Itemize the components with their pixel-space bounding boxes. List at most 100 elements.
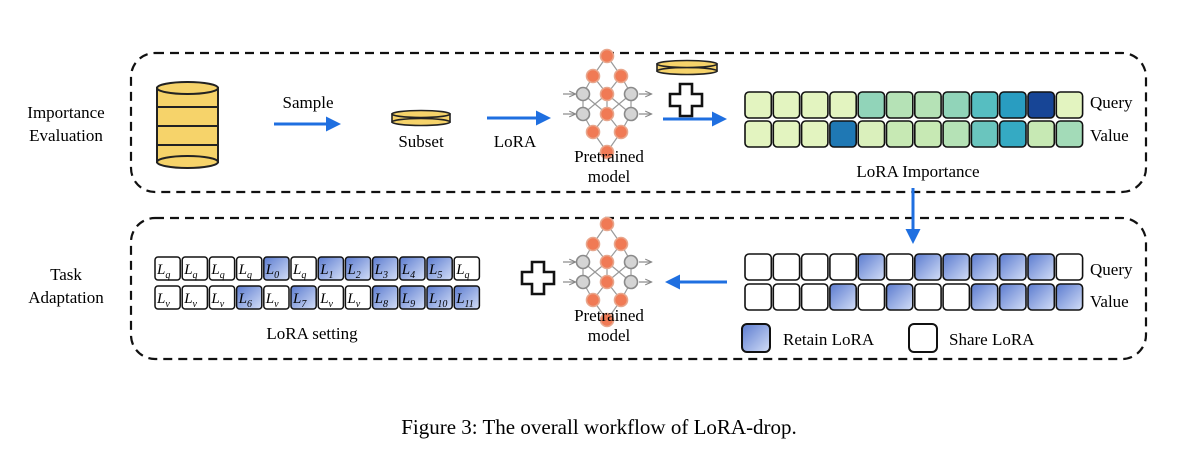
neuron-node xyxy=(599,48,615,64)
neuron-node xyxy=(599,312,615,328)
task-label-line1: Task xyxy=(50,265,82,284)
retain-cell-query xyxy=(885,253,914,281)
retain-cell-query xyxy=(744,253,773,281)
importance-cell-query xyxy=(1055,91,1084,119)
importance-cell-query xyxy=(744,91,773,119)
retain-legend-swatch xyxy=(741,323,771,353)
importance-cell-query xyxy=(800,91,829,119)
neuron-node xyxy=(613,124,629,140)
importance-cell-query xyxy=(885,91,914,119)
neuron-node xyxy=(623,274,639,290)
setting-cell-value xyxy=(399,285,426,310)
pretrained-label-bottom-line2: model xyxy=(588,326,631,345)
figure-caption: Figure 3: The overall workflow of LoRA-d… xyxy=(401,415,797,439)
retain-cell-value xyxy=(857,283,886,311)
neuron-node xyxy=(623,254,639,270)
importance-cell-value xyxy=(970,120,999,148)
neuron-node xyxy=(575,106,591,122)
importance-cell-value xyxy=(913,120,942,148)
setting-cell-value xyxy=(317,285,345,310)
setting-cell-value xyxy=(344,285,372,310)
retain-cell-value xyxy=(772,283,801,311)
lora-importance-label: LoRA Importance xyxy=(856,162,979,181)
setting-cell-query xyxy=(263,256,290,281)
setting-cell-value xyxy=(235,285,263,310)
neuron-node xyxy=(599,274,615,290)
setting-cell-query xyxy=(154,256,181,281)
importance-cell-query xyxy=(942,91,971,119)
share-legend-swatch xyxy=(908,323,938,353)
retain-cell-query xyxy=(1027,253,1056,281)
retain-cell-query xyxy=(942,253,971,281)
setting-cell-query xyxy=(235,256,263,281)
setting-cell-query xyxy=(290,256,317,281)
retain-cell-query xyxy=(970,253,999,281)
retain-cell-query xyxy=(857,253,886,281)
importance-cell-query xyxy=(829,91,858,119)
retain-cell-value xyxy=(1055,283,1084,311)
importance-cell-query xyxy=(998,91,1027,119)
lora-setting-label: LoRA setting xyxy=(266,324,358,343)
retain-cell-value xyxy=(744,283,773,311)
value-label-top: Value xyxy=(1090,126,1129,145)
pretrained-label-top-line1: Pretrained xyxy=(574,147,644,166)
pretrained-model-network-top xyxy=(563,48,651,160)
neuron-node xyxy=(599,216,615,232)
task-label-line2: Adaptation xyxy=(28,288,104,307)
importance-cell-value xyxy=(829,120,858,148)
setting-cell-value xyxy=(426,285,453,310)
importance-label-line1: Importance xyxy=(27,103,104,122)
setting-cell-value xyxy=(154,285,181,310)
importance-cell-value xyxy=(1055,120,1084,148)
task-adaptation-panel xyxy=(129,216,1148,361)
retain-cell-value xyxy=(1027,283,1056,311)
retain-cell-query xyxy=(998,253,1027,281)
importance-cell-value xyxy=(885,120,914,148)
importance-cell-value xyxy=(1027,120,1056,148)
neuron-node xyxy=(613,68,629,84)
neuron-node xyxy=(623,106,639,122)
share-legend-label: Share LoRA xyxy=(949,330,1035,349)
importance-heatmap xyxy=(744,91,1084,148)
retain-cell-value xyxy=(998,283,1027,311)
importance-cell-value xyxy=(800,120,829,148)
setting-cell-query xyxy=(426,256,453,281)
importance-cell-query xyxy=(970,91,999,119)
retain-cell-value xyxy=(913,283,942,311)
neuron-node xyxy=(623,86,639,102)
importance-evaluation-panel xyxy=(129,51,1148,194)
neuron-node xyxy=(613,236,629,252)
setting-cell-query xyxy=(399,256,426,281)
neuron-node xyxy=(585,124,601,140)
setting-cell-value xyxy=(208,285,236,310)
subset-disk-icon xyxy=(391,109,451,127)
setting-cell-value xyxy=(290,285,317,310)
retain-cell-value xyxy=(829,283,858,311)
neuron-node xyxy=(585,68,601,84)
retain-share-grid xyxy=(744,253,1084,311)
importance-cell-query xyxy=(1027,91,1056,119)
retain-cell-query xyxy=(772,253,801,281)
setting-cell-value xyxy=(371,285,399,310)
plus-icon-top xyxy=(668,82,704,118)
neuron-node xyxy=(599,106,615,122)
importance-cell-value xyxy=(772,120,801,148)
importance-cell-value xyxy=(744,120,773,148)
importance-cell-query xyxy=(772,91,801,119)
neuron-node xyxy=(599,86,615,102)
pretrained-label-top-line2: model xyxy=(588,167,631,186)
lora-label: LoRA xyxy=(494,132,537,151)
subset-label: Subset xyxy=(398,132,444,151)
importance-cell-value xyxy=(942,120,971,148)
pretrained-label-bottom-line1: Pretrained xyxy=(574,306,644,325)
query-label-bottom: Query xyxy=(1090,260,1133,279)
pretrained-model-network-bottom xyxy=(563,216,651,328)
setting-cell-value xyxy=(453,285,481,310)
retain-cell-query xyxy=(800,253,829,281)
setting-cell-query xyxy=(371,256,399,281)
setting-cell-value xyxy=(263,285,290,310)
setting-cell-value xyxy=(181,285,209,310)
setting-cell-query xyxy=(317,256,345,281)
neuron-node xyxy=(575,86,591,102)
